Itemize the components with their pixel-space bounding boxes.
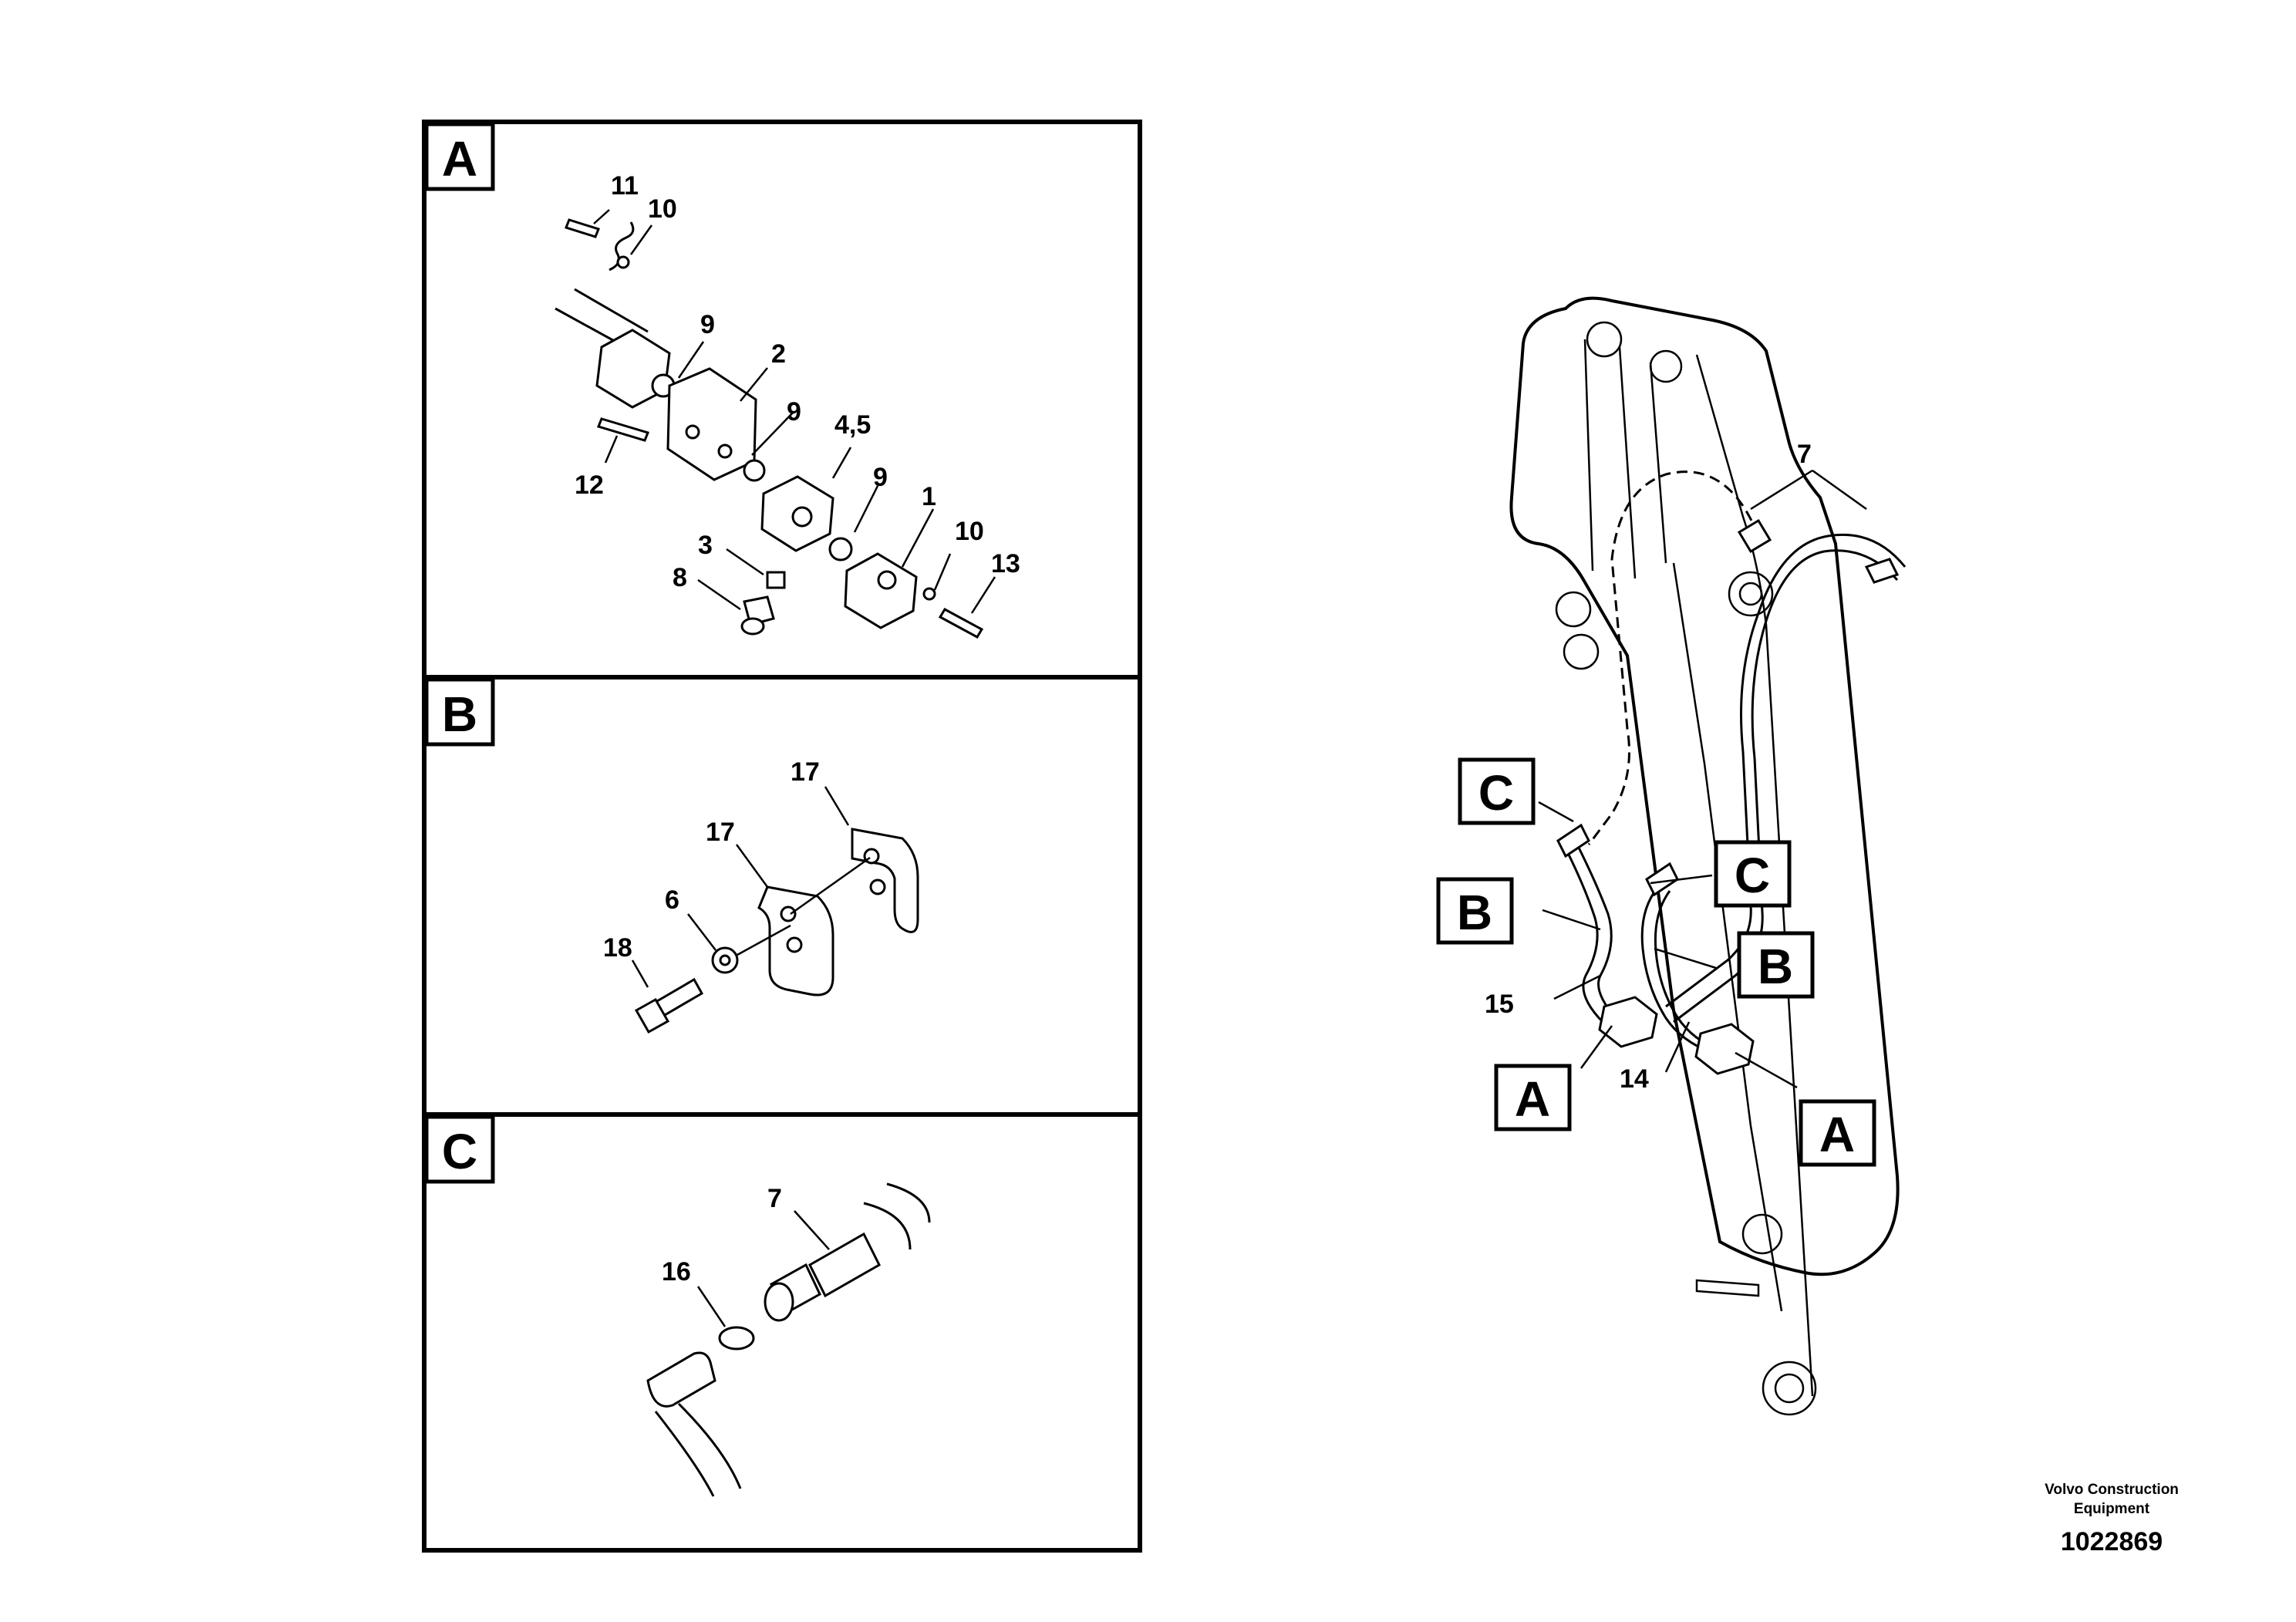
callout-17: 17 — [706, 818, 735, 847]
callout-15: 15 — [1485, 990, 1514, 1019]
callout-7: 7 — [1797, 440, 1812, 469]
callout-8: 8 — [673, 563, 687, 592]
company-line-2: Equipment — [2074, 1501, 2150, 1517]
panel-b-callouts: 17 17 6 18 — [603, 757, 820, 963]
detail-panel-c: C 7 16 — [424, 1114, 931, 1497]
boom-leader-lines — [1538, 469, 1867, 1089]
callout-10: 10 — [955, 517, 984, 546]
callout-18: 18 — [603, 933, 632, 963]
footer: Volvo Construction Equipment 1022869 — [2045, 1482, 2179, 1556]
panel-b-leader-lines — [631, 786, 850, 988]
callout-9: 9 — [787, 397, 801, 427]
panel-a-callouts: 11 10 9 2 9 4,5 9 12 1 3 10 8 13 — [575, 171, 1020, 592]
boom-tags: C B A C B A — [1436, 757, 1876, 1167]
callout-17: 17 — [791, 757, 820, 787]
tag-a-left: A — [1494, 1064, 1572, 1131]
svg-text:B: B — [1758, 939, 1793, 994]
flange-assembly-drawing — [555, 218, 984, 639]
tag-c-right: C — [1714, 840, 1792, 908]
panel-c-callouts: 7 16 — [662, 1184, 782, 1286]
boom-drawing — [1509, 296, 1907, 1416]
callout-9: 9 — [873, 463, 888, 492]
panel-a-leader-lines — [593, 209, 996, 614]
panel-b-letter-box: B — [424, 677, 495, 747]
callout-11: 11 — [611, 171, 639, 201]
svg-text:B: B — [1457, 885, 1492, 940]
callout-3: 3 — [698, 531, 713, 560]
detail-panel-a: A — [424, 122, 1020, 639]
panel-b-letter: B — [442, 686, 477, 742]
callout-4-5: 4,5 — [834, 410, 871, 440]
svg-text:A: A — [1515, 1071, 1550, 1127]
tag-b-right: B — [1737, 931, 1815, 999]
tag-c-left: C — [1458, 757, 1536, 825]
detail-panel-b: B 17 17 6 18 — [424, 677, 919, 1034]
panel-c-letter-box: C — [424, 1114, 495, 1184]
svg-text:C: C — [1478, 765, 1514, 821]
callout-12: 12 — [575, 470, 604, 500]
callout-14: 14 — [1620, 1064, 1649, 1094]
tag-a-right: A — [1799, 1099, 1876, 1167]
callout-13: 13 — [991, 549, 1020, 578]
panel-a-letter-box: A — [424, 122, 495, 191]
callout-7: 7 — [767, 1184, 782, 1213]
hose-fitting-drawing — [646, 1182, 931, 1497]
company-line-1: Volvo Construction — [2045, 1482, 2179, 1498]
svg-text:C: C — [1735, 848, 1770, 903]
panel-a-letter: A — [442, 131, 477, 187]
callout-2: 2 — [771, 339, 786, 369]
clamp-drawing — [634, 828, 919, 1034]
tag-b-left: B — [1436, 877, 1514, 945]
callout-6: 6 — [665, 885, 679, 915]
svg-text:A: A — [1819, 1107, 1855, 1162]
callout-1: 1 — [922, 482, 936, 511]
callout-16: 16 — [662, 1257, 691, 1286]
callout-9: 9 — [700, 310, 715, 339]
document-number: 1022869 — [2061, 1527, 2163, 1556]
callout-10: 10 — [648, 194, 677, 224]
panel-c-letter: C — [442, 1124, 477, 1179]
panel-c-leader-lines — [696, 1210, 830, 1327]
boom-callouts: 7 15 14 — [1485, 440, 1812, 1094]
detail-panels-frame — [422, 120, 1142, 1553]
